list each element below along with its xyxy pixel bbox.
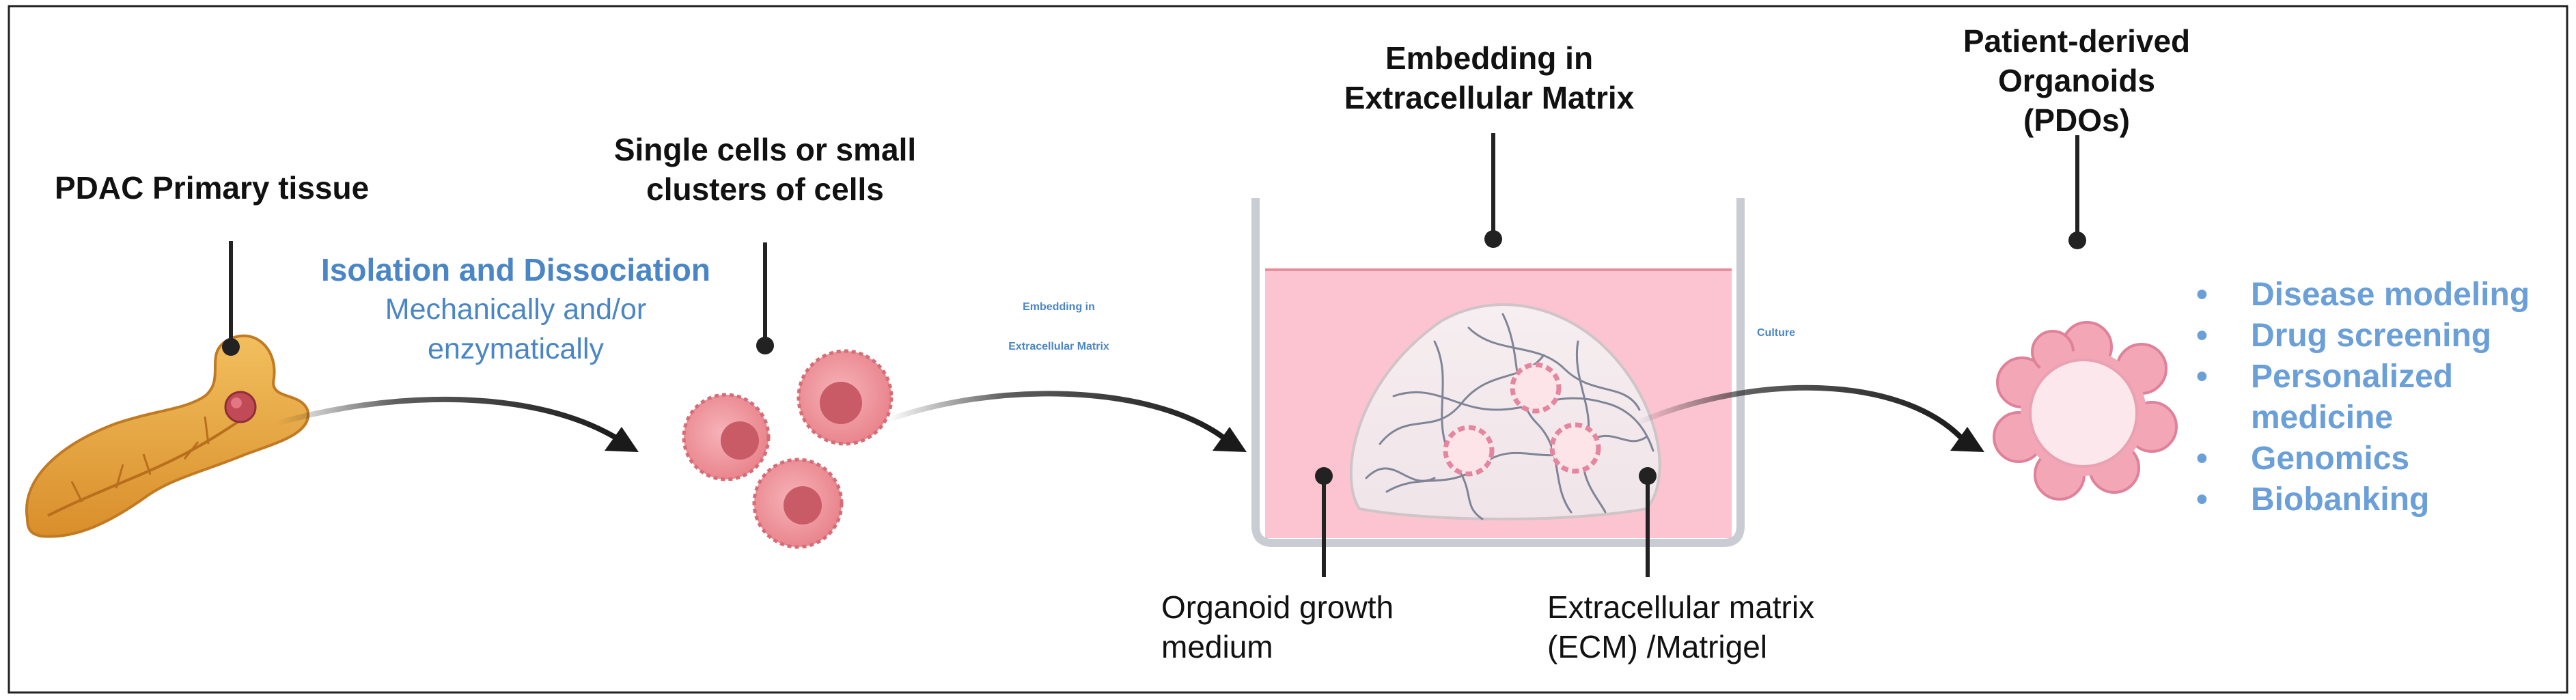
application-item: Biobanking (2196, 479, 2530, 520)
cell-icon-2 (797, 349, 894, 446)
embed-top-pointer-dot (1484, 230, 1502, 248)
primary-tissue-label: PDAC Primary tissue (55, 170, 370, 206)
arrow-head-3 (1950, 427, 1984, 452)
embed-top-2: Extracellular Matrix (1344, 80, 1635, 115)
culture-label: Culture (1757, 327, 1795, 339)
organoid-icon (1993, 321, 2178, 501)
arrow-icon-2 (887, 391, 1225, 440)
ecm-pointer-dot (1639, 467, 1657, 485)
embed-top-1: Embedding in (1385, 40, 1594, 76)
primary-tissue-pointer-dot (222, 338, 240, 356)
embed-step-1: Embedding in (1023, 301, 1095, 313)
medium-pointer-dot (1315, 467, 1333, 485)
culture-dish-icon (1251, 198, 1745, 547)
cells-label-1: Single cells or small (613, 132, 917, 167)
arrow-head-1 (605, 427, 639, 452)
cell-icon (682, 393, 771, 481)
cell-icon-3 (752, 458, 844, 549)
application-item: Genomics (2196, 438, 2530, 479)
pdo-pointer-dot (2068, 232, 2086, 249)
application-item: Personalized medicine (2196, 356, 2483, 438)
figure-border (8, 5, 2568, 694)
arrow-icon (275, 396, 616, 440)
application-item: Drug screening (2196, 316, 2530, 356)
ecm-label-2: (ECM) /Matrigel (1547, 629, 1768, 664)
embed-step-2: Extracellular Matrix (1008, 341, 1109, 352)
applications-list: Disease modeling Drug screening Personal… (2196, 275, 2530, 520)
pancreas-icon (25, 334, 310, 538)
arrow-head-2 (1213, 427, 1247, 452)
isolation-title: Isolation and Dissociation (321, 252, 710, 288)
cells-label-2: clusters of cells (646, 171, 884, 207)
pdo-label-3: (PDOs) (2023, 102, 2130, 138)
ecm-label-1: Extracellular matrix (1547, 589, 1815, 625)
arrow-icon-3 (1635, 384, 1963, 439)
pdo-label-1: Patient-derived (1963, 23, 2191, 59)
pdo-label-2: Organoids (1997, 63, 2156, 98)
application-item: Disease modeling (2196, 275, 2530, 316)
isolation-sub-1: Mechanically and/or (385, 293, 647, 326)
medium-label-1: Organoid growth (1161, 589, 1394, 625)
cells-pointer-dot (756, 337, 774, 354)
medium-label-2: medium (1161, 629, 1273, 664)
isolation-sub-2: enzymatically (427, 333, 605, 365)
